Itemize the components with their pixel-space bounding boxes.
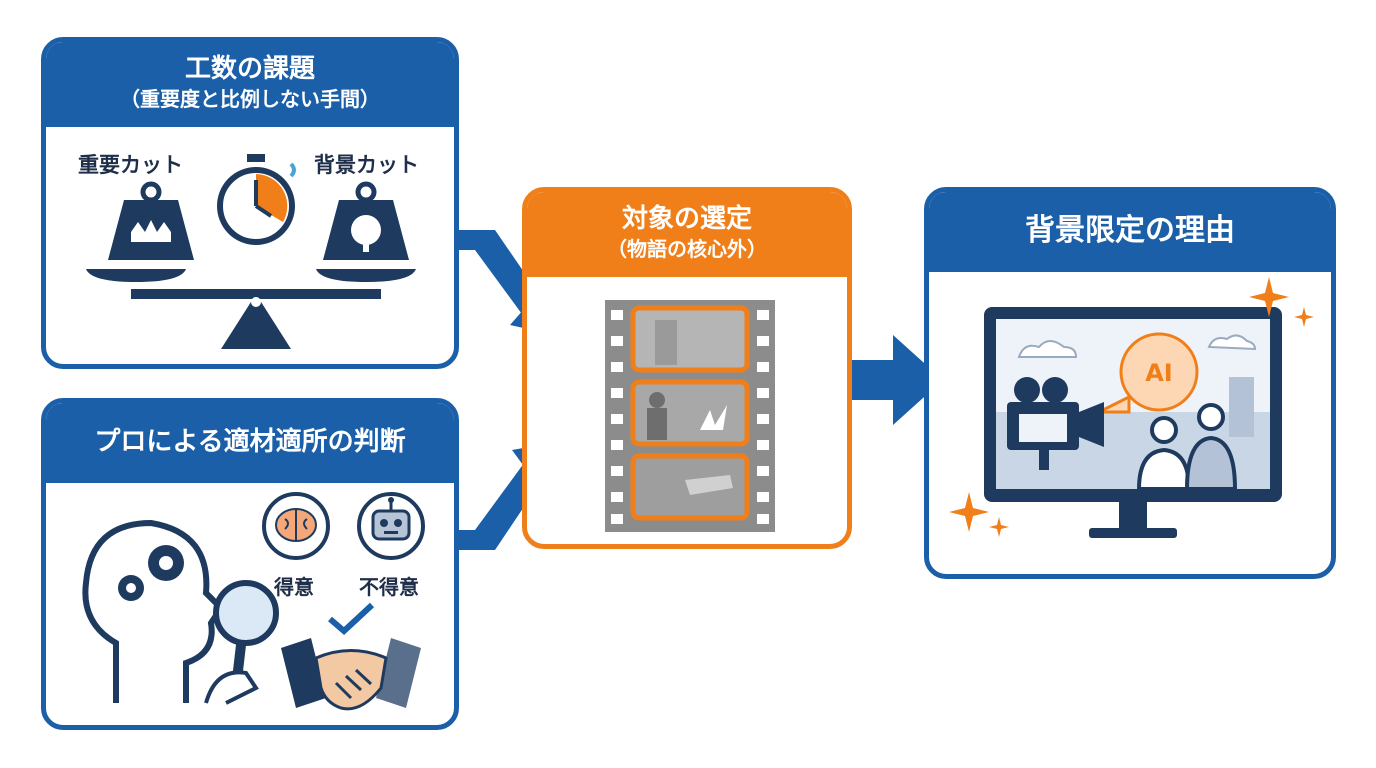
weight-crown-icon xyxy=(108,181,194,260)
head-gears-icon xyxy=(82,519,225,703)
judgment-title: プロによる適材適所の判断 xyxy=(94,427,406,457)
reason-header: 背景限定の理由 xyxy=(929,192,1331,272)
balance-scale-icon xyxy=(86,269,416,349)
workload-subtitle: （重要度と比例しない手間） xyxy=(120,87,380,111)
target-subtitle: （物語の核心外） xyxy=(607,237,767,261)
monitor-icon: AI xyxy=(984,307,1282,538)
workload-header: 工数の課題 （重要度と比例しない手間） xyxy=(46,42,454,127)
filmstrip-icon xyxy=(605,300,775,532)
brain-icon xyxy=(262,492,330,560)
not-good-at-label: 不得意 xyxy=(359,575,419,599)
robot-icon xyxy=(357,492,425,560)
good-at-label: 得意 xyxy=(274,575,314,599)
judgment-panel: プロによる適材適所の判断 得意 不得意 xyxy=(41,398,459,730)
sparkle-icon-bottom xyxy=(949,492,1009,537)
target-title: 対象の選定 xyxy=(621,204,752,234)
ai-label: AI xyxy=(1145,359,1173,387)
workload-title: 工数の課題 xyxy=(184,54,315,84)
judgment-header: プロによる適材適所の判断 xyxy=(46,403,454,483)
check-icon xyxy=(328,602,375,636)
stopwatch-icon xyxy=(217,154,296,245)
target-header: 対象の選定 （物語の核心外） xyxy=(527,192,847,277)
magnifier-icon xyxy=(204,580,279,705)
background-cut-label: 背景カット xyxy=(314,153,419,177)
workload-panel: 工数の課題 （重要度と比例しない手間） 重要カット 背景カット xyxy=(41,37,459,369)
weight-tree-icon xyxy=(323,181,409,260)
sparkle-icon xyxy=(1249,277,1314,327)
arrow-center-to-right xyxy=(848,335,943,425)
important-cut-label: 重要カット xyxy=(78,153,183,177)
handshake-icon xyxy=(281,638,421,711)
reason-title: 背景限定の理由 xyxy=(1025,213,1235,248)
target-panel: 対象の選定 （物語の核心外） xyxy=(522,187,852,549)
reason-panel: 背景限定の理由 AI xyxy=(924,187,1336,579)
